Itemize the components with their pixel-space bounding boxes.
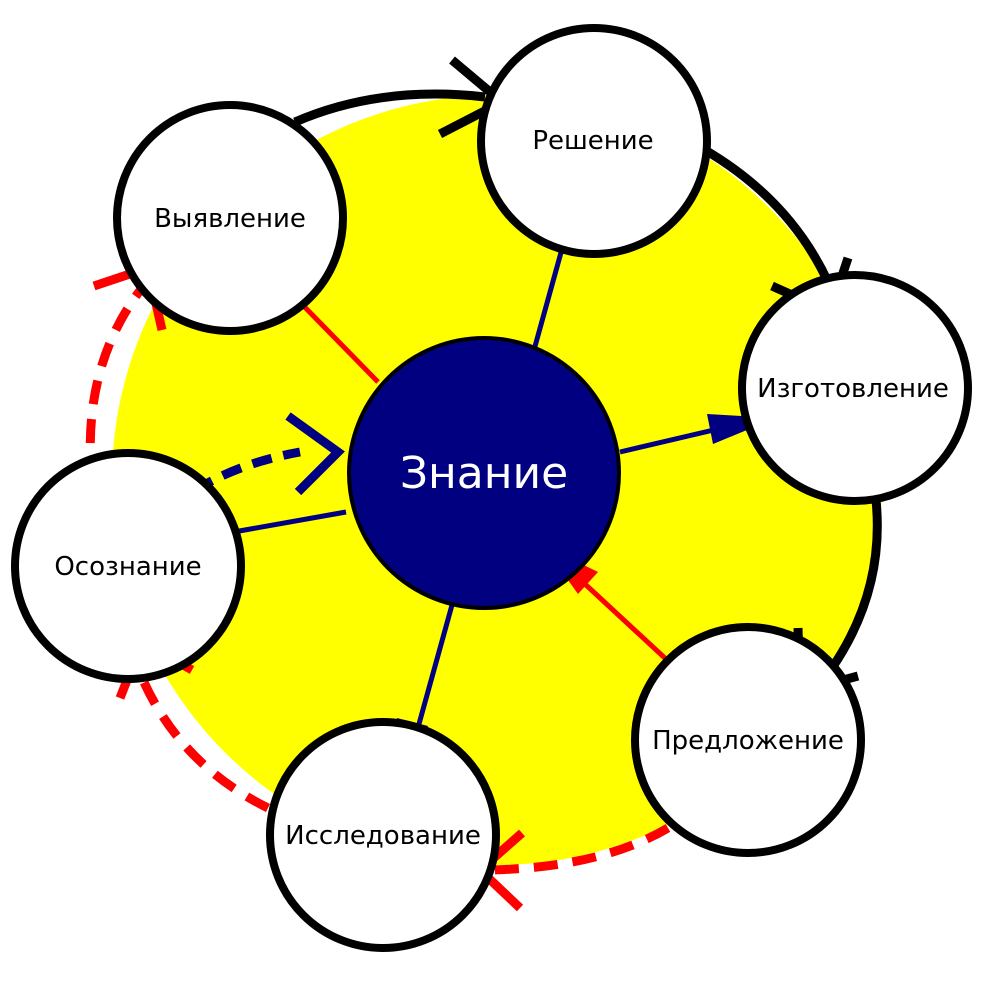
arc-issledovanie-to-osoznanie	[133, 666, 270, 813]
node-circle	[113, 101, 347, 335]
node-label-predlozhenie: Предложение	[652, 726, 844, 756]
node-circle	[266, 718, 500, 952]
blue-dotted-arrowhead	[285, 412, 345, 496]
arrow-znanie-to-issledovanie	[411, 604, 455, 743]
arc-predlozhenie-to-issledovanie	[487, 824, 671, 875]
node-circle	[11, 449, 245, 683]
arc-izgotovlenie-to-predlozhenie	[828, 499, 882, 671]
node-label-osoznanie: Осознание	[54, 552, 201, 582]
arrow-predlozhenie-to-znanie	[570, 570, 669, 662]
node-label-reshenie: Решение	[532, 126, 653, 156]
node-label-vyyavlenie: Выявление	[154, 204, 306, 234]
node-circle	[631, 623, 865, 857]
node-circle	[738, 271, 972, 505]
node-issledovanie: Исследование	[266, 718, 500, 952]
arc-reshenie-to-izgotovlenie	[702, 146, 833, 284]
center-node: Знание	[347, 336, 621, 610]
outer-black-arcs	[293, 89, 882, 671]
arc-vyyavlenie-to-reshenie	[293, 89, 486, 127]
node-osoznanie: Осознание	[11, 449, 245, 683]
node-izgotovlenie: Изготовление	[738, 271, 972, 505]
node-circle	[477, 24, 711, 258]
node-vyyavlenie: Выявление	[113, 101, 347, 335]
center-label: Знание	[400, 448, 568, 499]
red-dashed-arcs	[85, 275, 671, 875]
center-circle	[347, 336, 621, 610]
node-reshenie: Решение	[477, 24, 711, 258]
node-predlozhenie: Предложение	[631, 623, 865, 857]
node-label-issledovanie: Исследование	[285, 821, 481, 851]
node-label-izgotovlenie: Изготовление	[757, 374, 949, 404]
